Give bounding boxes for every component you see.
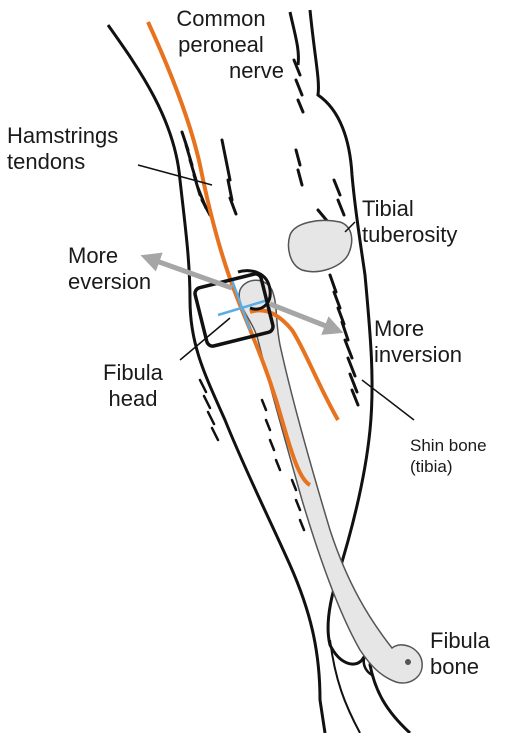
label-line: tuberosity (362, 222, 457, 248)
label-line: Fibula (430, 628, 490, 654)
label-shin-bone: Shin bone (tibia) (410, 435, 487, 477)
label-fibula-bone: Fibula bone (430, 628, 490, 680)
label-more-eversion: More eversion (68, 243, 151, 295)
leader-fibula-head (180, 318, 230, 360)
label-line: peroneal (158, 32, 284, 58)
label-line: Hamstrings (7, 123, 118, 149)
label-line: More (374, 316, 462, 342)
label-line: (tibia) (410, 456, 487, 477)
label-line: More (68, 243, 151, 269)
label-hamstrings-tendons: Hamstrings tendons (7, 123, 118, 175)
label-fibula-head: Fibula head (103, 360, 163, 412)
label-line: Tibial (362, 196, 457, 222)
label-line: Fibula (103, 360, 163, 386)
label-line: head (103, 386, 163, 412)
label-line: bone (430, 654, 490, 680)
label-more-inversion: More inversion (374, 316, 462, 368)
label-tibial-tuberosity: Tibial tuberosity (362, 196, 457, 248)
label-line: tendons (7, 149, 118, 175)
shin-hatching (330, 275, 358, 405)
calf-inner-line (290, 12, 298, 65)
label-line: Common (158, 6, 284, 32)
label-line: nerve (158, 58, 284, 84)
fibula-bone-dot (405, 659, 411, 665)
label-line: eversion (68, 269, 151, 295)
label-common-peroneal-nerve: Common peroneal nerve (158, 6, 284, 84)
tibial-tuberosity-shape (289, 221, 352, 272)
label-line: inversion (374, 342, 462, 368)
label-line: Shin bone (410, 435, 487, 456)
